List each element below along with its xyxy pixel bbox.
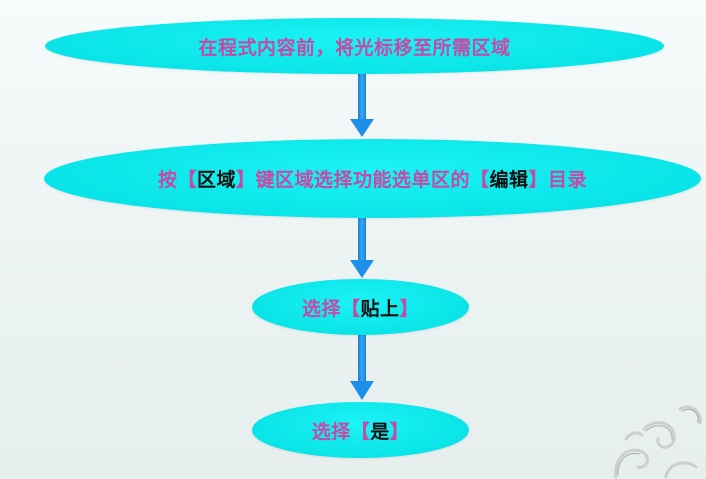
step-3-bracket-close: 】 [399,297,420,320]
step-3-prefix: 选择 [301,297,341,320]
step-3-bracket-open: 【 [340,297,361,320]
step-1-text: 在程式内容前，将光标移至所需区域 [198,36,511,59]
arrow-1-to-2 [350,74,374,137]
step-2-bracket-close-1: 】 [235,169,256,191]
step-2-node: 按【区域】键区域选择功能选单区的【编辑】目录 [44,139,701,218]
arrow-2-to-3 [350,218,374,278]
step-2-middle: 键区域选择功能选单区的 [255,169,470,191]
step-2-prefix: 按 [157,169,178,191]
step-2-key-region: 区域 [196,169,236,191]
step-1-node: 在程式内容前，将光标移至所需区域 [45,18,664,74]
step-3-key-paste: 贴上 [360,297,400,320]
step-4-prefix: 选择 [311,420,351,443]
step-2-text: 按【区域】键区域选择功能选单区的【编辑】目录 [158,165,587,192]
step-4-bracket-close: 】 [389,420,410,443]
step-4-node: 选择【是】 [252,402,469,458]
step-4-key-yes: 是 [370,420,390,443]
arrow-3-to-4 [350,335,374,400]
step-2-key-edit: 编辑 [489,169,529,191]
step-3-text: 选择【贴上】 [302,294,419,321]
step-2-bracket-open-2: 【 [470,169,490,191]
step-4-bracket-open: 【 [350,420,371,443]
step-3-node: 选择【贴上】 [252,279,469,335]
swirl-ornament-icon [614,405,702,479]
step-2-bracket-open-1: 【 [177,169,197,191]
step-2-suffix: 目录 [548,169,588,191]
step-4-text: 选择【是】 [312,417,410,444]
step-2-bracket-close-2: 】 [528,169,549,191]
